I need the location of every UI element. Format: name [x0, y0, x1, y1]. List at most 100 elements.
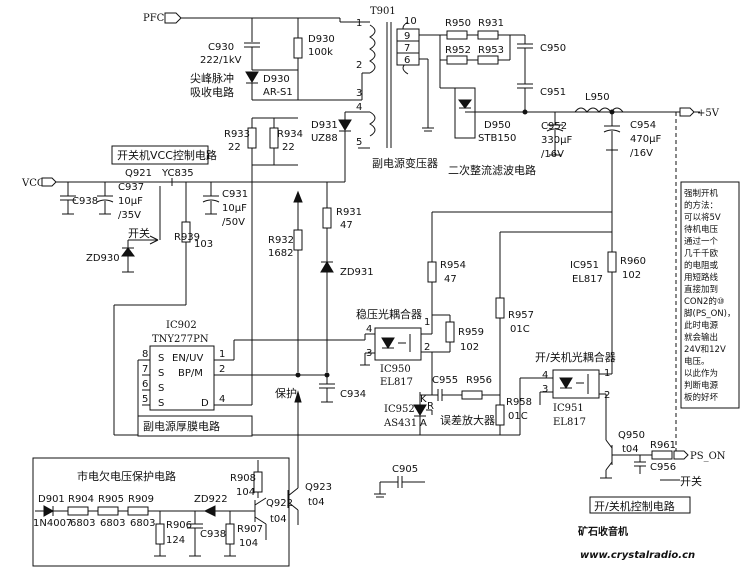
svg-text:t04: t04	[270, 514, 287, 525]
svg-text:4: 4	[219, 394, 225, 405]
svg-text:4: 4	[542, 370, 548, 381]
svg-text:电压。: 电压。	[684, 356, 710, 367]
r931-zd931: R931 47 ZD931	[320, 182, 374, 372]
svg-text:Q950: Q950	[618, 430, 645, 441]
ic952: C955 R956 K R A IC952 AS431 误差放大器	[383, 375, 500, 435]
svg-text:R956: R956	[466, 375, 492, 386]
svg-text:稳压光耦合器: 稳压光耦合器	[356, 307, 422, 321]
svg-text:Q923: Q923	[305, 482, 332, 493]
svg-text:开/关机控制电路: 开/关机控制电路	[594, 499, 675, 513]
svg-text:S: S	[158, 398, 164, 409]
svg-text:C937: C937	[118, 182, 144, 193]
snubber-secondary: R950 R931 R952 R953 C950 C951	[439, 18, 566, 98]
svg-text:104: 104	[236, 487, 255, 498]
svg-text:01C: 01C	[508, 411, 528, 422]
svg-text:1: 1	[424, 317, 430, 328]
svg-text:几千千欧: 几千千欧	[684, 248, 719, 259]
svg-text:A: A	[420, 418, 427, 429]
svg-text:330μF: 330μF	[541, 135, 572, 146]
undervoltage-protection: 市电欠电压保护电路 D901 1N4007 R904 6803 R905 680…	[32, 457, 332, 567]
svg-text:判断电源: 判断电源	[684, 380, 719, 391]
svg-text:t04: t04	[308, 497, 325, 508]
svg-text:此时电源: 此时电源	[684, 320, 719, 331]
r954-r959: R954 47 R959 102	[427, 150, 613, 353]
svg-text:R933: R933	[224, 129, 250, 140]
svg-text:开关: 开关	[128, 226, 150, 240]
svg-text:/50V: /50V	[222, 217, 245, 228]
d930-diode: D930 AR-S1 尖峰脉冲 吸收电路	[190, 71, 293, 100]
svg-text:Q922: Q922	[266, 498, 293, 509]
ps-on-label: PS_ON	[690, 451, 726, 462]
c934: C934	[319, 375, 366, 403]
svg-text:通过一个: 通过一个	[684, 236, 719, 247]
svg-text:AR-S1: AR-S1	[263, 87, 293, 98]
svg-text:47: 47	[444, 274, 457, 285]
ic951: IC951 EL817 开/关机光耦合器 4 3 1 2 IC951 EL817	[519, 232, 616, 440]
svg-text:47: 47	[340, 220, 353, 231]
svg-text:6803: 6803	[70, 518, 95, 529]
svg-text:尖峰脉冲: 尖峰脉冲	[190, 71, 234, 85]
svg-text:R958: R958	[506, 397, 532, 408]
r960: R960 102	[598, 212, 646, 281]
svg-text:YC835: YC835	[161, 168, 194, 179]
c905: C905	[374, 464, 425, 498]
svg-text:D931: D931	[311, 120, 338, 131]
svg-text:C934: C934	[340, 389, 366, 400]
svg-text:EL817: EL817	[572, 274, 603, 285]
svg-text:R931: R931	[336, 207, 362, 218]
svg-text:Q921: Q921	[125, 168, 152, 179]
svg-text:10μF: 10μF	[222, 203, 247, 214]
svg-text:1N4007: 1N4007	[33, 518, 72, 529]
svg-text:EL817: EL817	[553, 417, 586, 428]
svg-text:470μF: 470μF	[630, 134, 661, 145]
svg-text:/35V: /35V	[118, 210, 141, 221]
svg-text:就会输出: 就会输出	[684, 332, 718, 343]
svg-text:R932: R932	[268, 235, 294, 246]
ic950: 稳压光耦合器 4 3 1 2 IC950 EL817	[356, 307, 433, 395]
svg-text:t04: t04	[622, 444, 639, 455]
svg-text:6803: 6803	[100, 518, 125, 529]
svg-text:8: 8	[142, 349, 148, 360]
svg-text:R934: R934	[277, 129, 303, 140]
svg-text:2: 2	[604, 390, 610, 401]
svg-text:保护: 保护	[275, 386, 297, 400]
svg-text:22: 22	[282, 142, 295, 153]
svg-text:C950: C950	[540, 43, 566, 54]
svg-text:K: K	[420, 394, 427, 405]
svg-text:R952: R952	[445, 45, 471, 56]
svg-text:C956: C956	[650, 462, 676, 473]
svg-text:TNY277PN: TNY277PN	[152, 334, 209, 345]
svg-text:2: 2	[219, 364, 225, 375]
svg-text:开关: 开关	[680, 474, 702, 488]
svg-text:误差放大器: 误差放大器	[440, 413, 495, 427]
svg-text:R959: R959	[458, 327, 484, 338]
svg-text:STB150: STB150	[478, 133, 516, 144]
vcc-control: 开关机VCC控制电路 VCC Q921 YC835 C938 C937 10μF…	[21, 145, 346, 273]
svg-text:用短路线: 用短路线	[684, 272, 719, 283]
svg-text:R953: R953	[478, 45, 504, 56]
svg-text:103: 103	[194, 239, 213, 250]
svg-text:7: 7	[142, 364, 148, 375]
c930: C930 222/1kV	[200, 42, 260, 70]
svg-text:可以将5V: 可以将5V	[684, 212, 721, 223]
watermark-logo: 矿石收音机 www.crystalradio.cn	[578, 525, 695, 561]
svg-text:ZD931: ZD931	[340, 267, 374, 278]
svg-text:脚(PS_ON)，: 脚(PS_ON)，	[684, 308, 735, 319]
svg-text:板的好坏: 板的好坏	[684, 392, 719, 403]
svg-text:L950: L950	[585, 92, 610, 103]
svg-text:D: D	[201, 398, 209, 409]
pfc-input: PFC	[143, 12, 341, 42]
svg-text:R931: R931	[478, 18, 504, 29]
svg-text:102: 102	[460, 342, 479, 353]
svg-text:124: 124	[166, 535, 185, 546]
svg-text:C905: C905	[392, 464, 418, 475]
l950: L950 +5V	[574, 92, 720, 119]
svg-text:D901: D901	[38, 494, 65, 505]
svg-text:100k: 100k	[308, 47, 333, 58]
svg-text:EL817: EL817	[380, 377, 413, 388]
svg-text:EN/UV: EN/UV	[172, 353, 203, 364]
svg-text:01C: 01C	[510, 324, 530, 335]
q950: Q950 t04 R961 C956 PS_ON 开关	[600, 430, 726, 488]
svg-text:4: 4	[366, 324, 372, 335]
svg-text:吸收电路: 吸收电路	[190, 85, 234, 99]
